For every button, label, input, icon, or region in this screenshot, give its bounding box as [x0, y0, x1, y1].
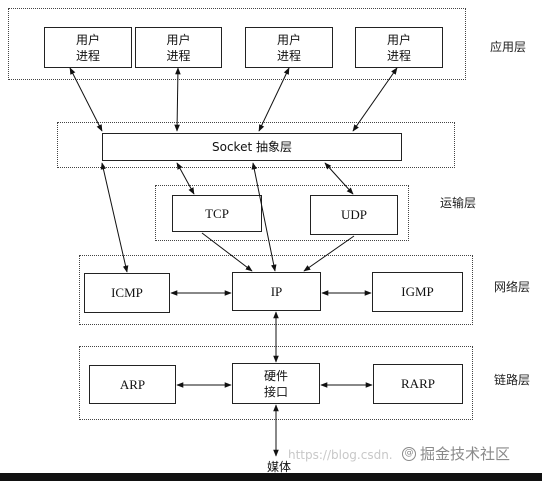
watermark-brand: @ 掘金技术社区: [402, 443, 510, 464]
application-layer-label: 应用层: [490, 40, 527, 54]
user-process-box-4: 用户 进程: [355, 27, 443, 68]
link-layer-label: 链路层: [494, 373, 531, 387]
socket-abstraction-box: Socket 抽象层: [102, 133, 402, 161]
bottom-border-bar: [0, 473, 542, 481]
icmp-box: ICMP: [84, 273, 170, 313]
network-layer-label: 网络层: [494, 280, 531, 294]
user-process-box-1: 用户 进程: [44, 27, 132, 68]
user-process-box-2: 用户 进程: [135, 27, 222, 68]
tcp-box: TCP: [172, 195, 262, 232]
arp-box: ARP: [89, 365, 176, 404]
medium-label: 媒体: [266, 458, 293, 475]
udp-box: UDP: [310, 195, 398, 235]
application-layer-group: [8, 8, 466, 80]
transport-layer-label: 运输层: [440, 196, 477, 210]
transport-layer-group: [155, 185, 409, 241]
hardware-interface-box: 硬件 接口: [232, 363, 320, 404]
watermark-brand-text: 掘金技术社区: [420, 445, 511, 463]
user-process-box-3: 用户 进程: [245, 27, 333, 68]
at-sign-icon: @: [402, 446, 416, 461]
rarp-box: RARP: [373, 364, 463, 404]
igmp-box: IGMP: [372, 272, 463, 312]
watermark-url: https://blog.csdn.: [288, 448, 393, 462]
ip-box: IP: [232, 272, 321, 311]
